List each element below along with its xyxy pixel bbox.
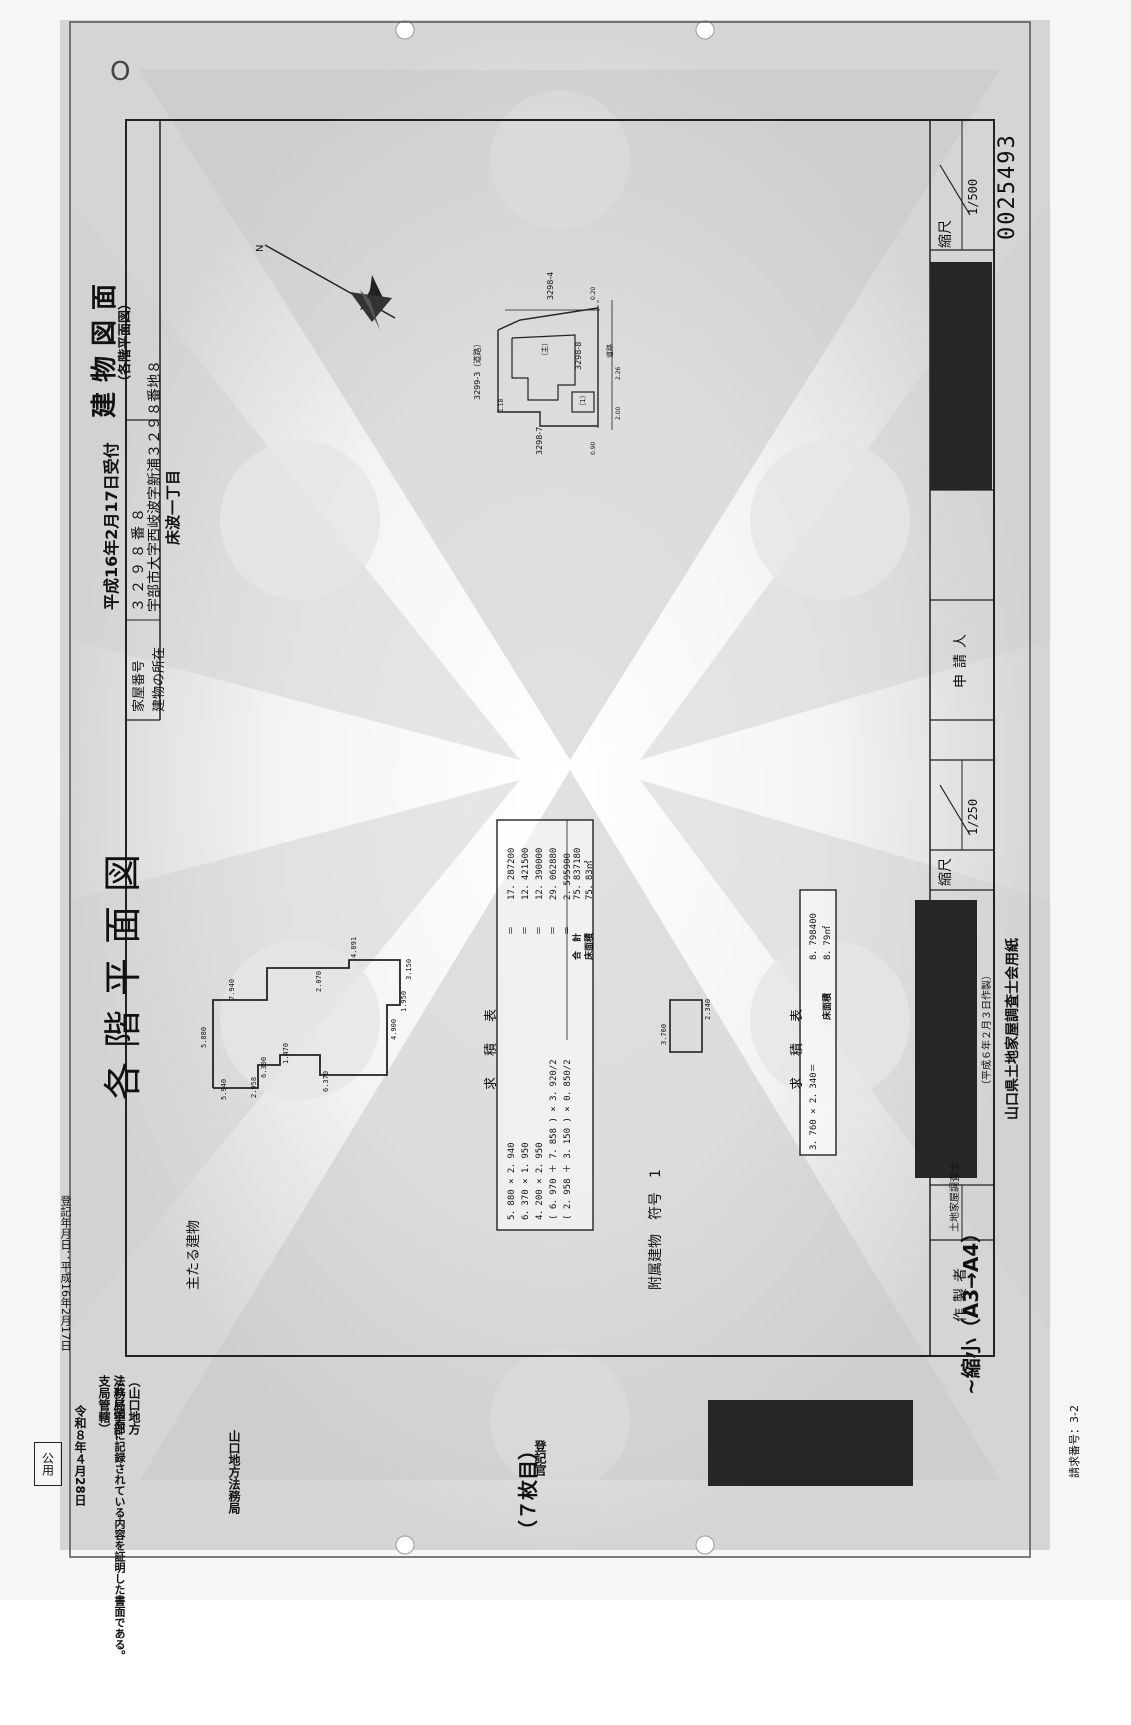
registration-date: 登記年月日：平成16年2月17日	[59, 1195, 72, 1351]
location-label: 建物の所在	[152, 646, 167, 712]
area-row-expr: ( 2．958 ＋ 3．150 ) × 0．850/2	[563, 1059, 573, 1220]
building-plan-subtitle: （各階平面図）	[118, 296, 133, 388]
site-dim: 0.20	[590, 286, 597, 300]
annex-area-result: 8．798400	[809, 913, 819, 960]
area-row-eq: ＝	[507, 925, 517, 935]
annex-area-table-title: 求 積 表	[790, 1004, 805, 1090]
annex-floor-area-value: 8．79㎡	[823, 925, 833, 960]
annex-building-label: 附属建物 符号 1	[648, 1169, 664, 1290]
floor-area-label: 床面積	[585, 932, 595, 960]
main-building-mark: （主）	[541, 339, 549, 360]
annex-area-expr: 3．760 × 2．340＝	[809, 1063, 819, 1150]
area-row-eq: ＝	[535, 925, 545, 935]
area-row-result: 29．062880	[549, 847, 559, 900]
scale-building: 1/500	[966, 178, 980, 215]
scale-label: 縮尺	[938, 220, 954, 248]
location-value-line2: 床波一丁目	[164, 469, 182, 545]
area-row-expr: 6．370 × 1．950	[521, 1142, 531, 1220]
public-use-stamp: 公用	[34, 1442, 62, 1486]
area-row-expr: 4．200 × 2．950	[535, 1142, 545, 1220]
area-row-expr: 5．880 × 2．940	[507, 1142, 517, 1220]
dim-label: 4.900	[390, 1018, 398, 1040]
annex-building-floorplan	[669, 999, 703, 1053]
dim-label: 6.370	[322, 1070, 330, 1092]
dim-label: 3.150	[405, 958, 413, 980]
registrar-label: 登記官	[533, 1440, 547, 1476]
area-row-expr: ( 6．970 ＋ 7．858 ) × 3．920/2	[549, 1059, 559, 1220]
issuing-office: 山口地方法務局	[227, 1430, 241, 1514]
certificate-text: これは図面に記録されている内容を証明した書面である。	[113, 1375, 126, 1661]
road-label: 道路	[606, 344, 614, 358]
creator-label: 作製者	[953, 1262, 969, 1322]
applicant-label: 申請人	[953, 628, 969, 688]
site-dim: 2.00	[615, 406, 622, 420]
area-row-result: 12．390000	[535, 847, 545, 900]
dim-label: 1.950	[400, 990, 408, 1012]
lot-label: 3298-8	[574, 341, 583, 370]
floor-area-value: 75．83㎡	[585, 860, 595, 900]
dim-label: 2.070	[315, 970, 323, 992]
main-building-floorplan	[212, 819, 837, 1231]
certificate-text: 令和８年４月28日	[73, 1405, 87, 1506]
dim-label: 5.940	[220, 1078, 228, 1100]
lot-label: 3298-4	[546, 271, 555, 300]
site-dim: 0.90	[590, 441, 597, 455]
certificate-text: （山口地方法務局宇部支局管轄）	[97, 1375, 141, 1435]
floor-plan-title: 各階平面図	[101, 839, 145, 1100]
lot-label: 3298-7	[535, 426, 544, 455]
redaction-block	[708, 1400, 913, 1486]
north-arrow-icon	[264, 244, 396, 330]
sheet-number: （７枚目）	[516, 1440, 540, 1540]
dim-label: 6.300	[260, 1056, 268, 1078]
site-dim: 2.26	[615, 366, 622, 380]
form-note: （平成６年２月３日作製）	[982, 970, 993, 1090]
creator-role: 土地家屋調査士	[950, 1162, 961, 1232]
request-number: 請求番号：3-2	[1068, 1405, 1081, 1478]
svg-text:O: O	[110, 57, 130, 87]
date-received: 平成16年2月17日受付	[102, 442, 121, 610]
site-dim: 1.18	[498, 398, 505, 412]
redaction-block	[930, 262, 992, 490]
dim-label: 1.470	[282, 1042, 290, 1064]
dim-label: 5.880	[200, 1026, 208, 1048]
area-row-eq: ＝	[521, 925, 531, 935]
area-row-result: 17．287200	[507, 847, 517, 900]
annex-building-mark: （1）	[579, 391, 587, 410]
main-building-label: 主たる建物	[186, 1220, 202, 1290]
scale-floor: 1/250	[966, 798, 980, 835]
dim-label: 7.940	[228, 978, 236, 1000]
scale-label: 縮尺	[938, 858, 954, 886]
dim-label: 3.760	[660, 1023, 668, 1045]
location-value: 宇部市大字西岐波字新浦３２９８番地８	[147, 360, 163, 612]
dim-label: 4.891	[350, 936, 358, 958]
house-number-label: 家屋番号	[132, 659, 147, 712]
area-row-eq: ＝	[549, 925, 559, 935]
north-label: N	[255, 244, 266, 252]
area-row-result: 12．421500	[521, 847, 531, 900]
lot-label: 3299-3（道路）	[473, 339, 482, 400]
document-page: O 公用 令和８年４月28日	[34, 20, 1081, 1661]
area-table-title: 求 積 表	[484, 1004, 499, 1090]
dim-label: 2.340	[704, 998, 712, 1020]
redaction-block	[915, 900, 977, 1178]
serial-number: 0025493	[995, 133, 1020, 240]
dim-label: 2.958	[250, 1076, 258, 1098]
annex-floor-area-label: 床面積	[823, 992, 833, 1020]
association-name: 山口県土地家屋調査士会用紙	[1005, 938, 1021, 1120]
site-plan-drawing	[264, 244, 613, 430]
